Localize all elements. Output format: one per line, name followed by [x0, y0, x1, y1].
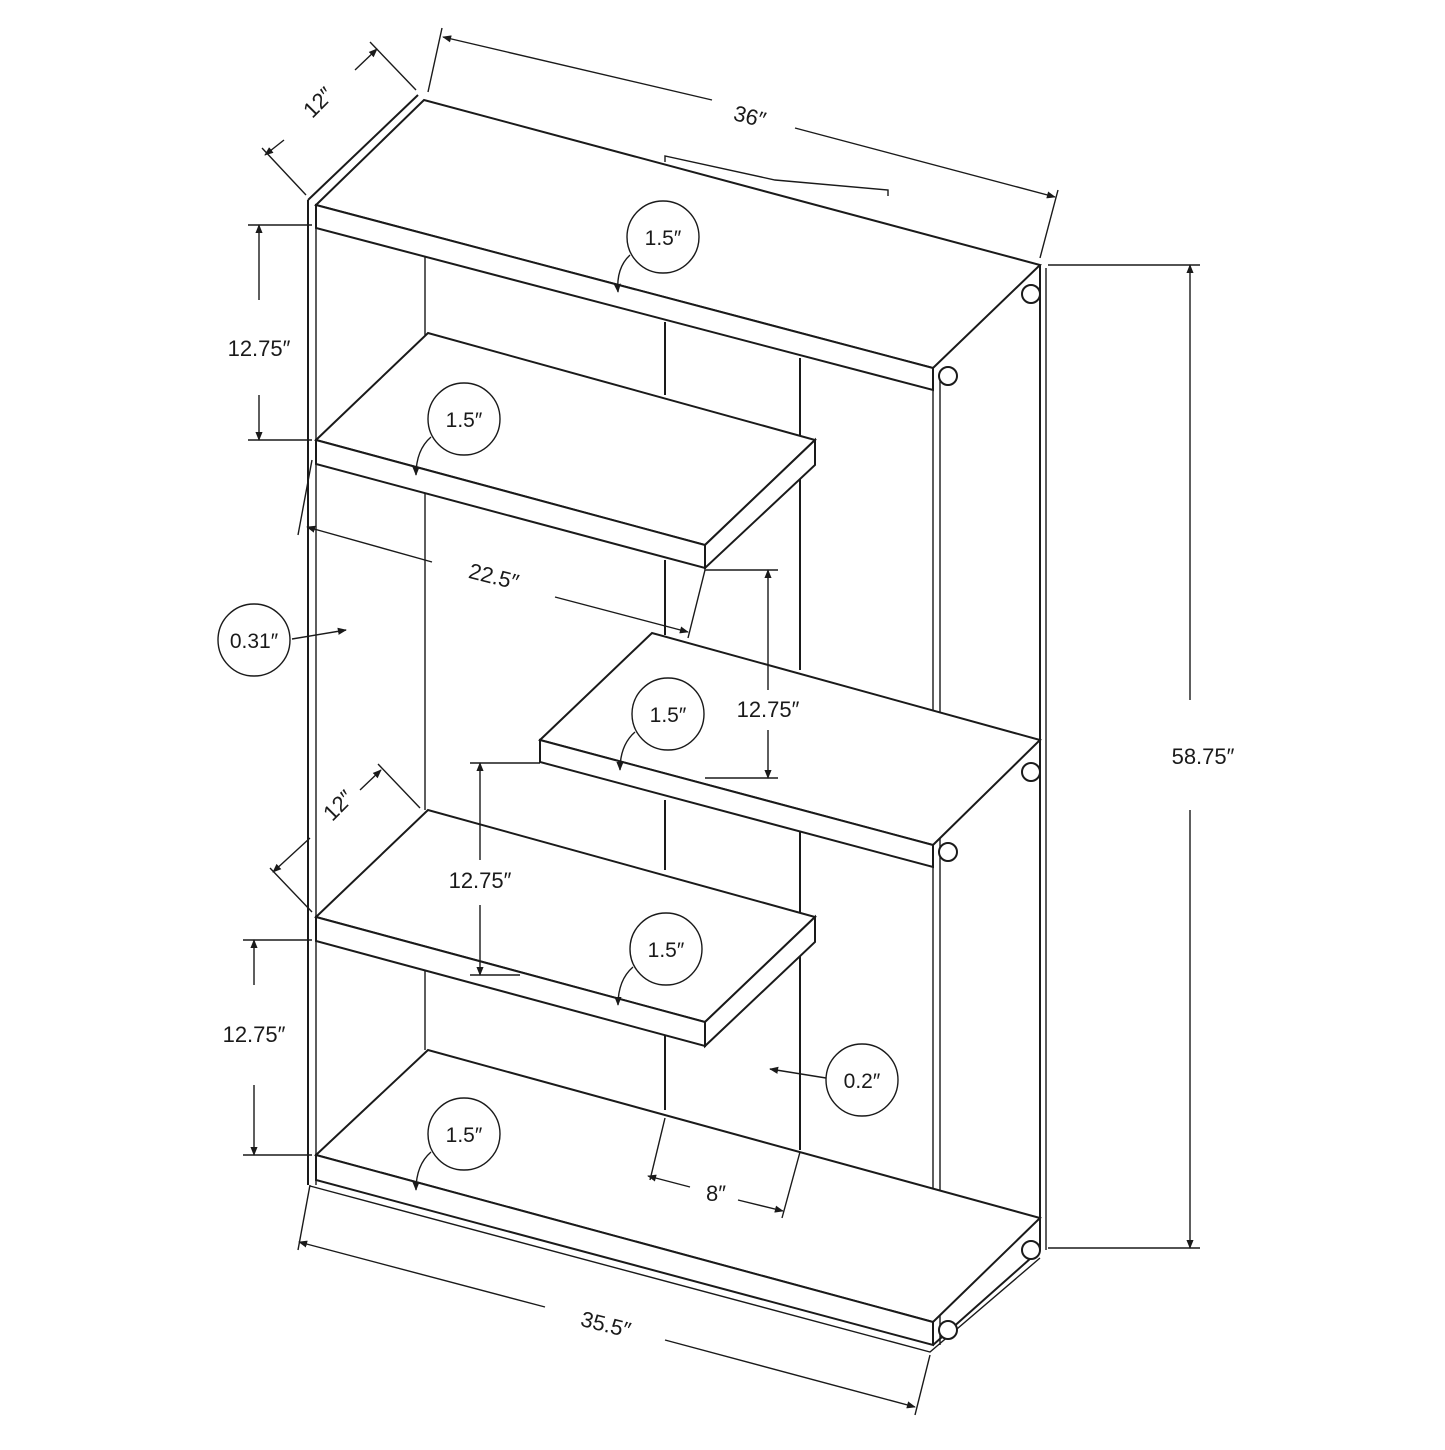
dim-8-a [647, 1174, 691, 1188]
bolt-mid-front [938, 842, 958, 862]
bolt-top-front [938, 366, 958, 386]
dim-12s-b [359, 769, 382, 791]
dim-225-a [306, 525, 433, 563]
bottom-glass-edge [309, 1185, 1041, 1353]
shelf-3-side [704, 914, 816, 1049]
label-thickness-shelf-1: 1.5″ [446, 409, 483, 432]
bolt-top-back [1021, 284, 1041, 304]
label-spacing-bottom-left: 12.75″ [223, 1022, 286, 1047]
callout-shelf1-pointer [412, 436, 432, 476]
dim-355-b [664, 1339, 916, 1409]
callout-divider-bubble [825, 1043, 899, 1117]
callout-bottom-pointer [412, 1151, 432, 1191]
shelf-2-front [539, 738, 934, 869]
ext-12s-b [377, 763, 421, 809]
dim-355-a [298, 1240, 546, 1308]
bolt-mid-back [1021, 762, 1041, 782]
bottom-panel-front [315, 1153, 934, 1347]
callout-shelf1-bubble [427, 382, 501, 456]
label-spacing-mid-left: 12.75″ [449, 868, 512, 893]
dim-12-b [354, 48, 378, 71]
dim-8-b [737, 1199, 784, 1213]
ptr-031 [291, 627, 347, 640]
callout-top-bubble [626, 200, 700, 274]
label-divider-spacing: 8″ [706, 1181, 726, 1206]
label-base-width: 35.5″ [578, 1306, 633, 1343]
dim-36-b [794, 127, 1056, 199]
bolt-bottom-back [1021, 1240, 1041, 1260]
ext-8-left [649, 1117, 666, 1181]
label-shelf-width: 22.5″ [466, 558, 521, 595]
label-thickness-bottom: 1.5″ [446, 1124, 483, 1147]
label-spacing-mid-right: 12.75″ [737, 697, 800, 722]
dim-36-a [442, 35, 713, 101]
callout-glass-bubble [217, 603, 291, 677]
mounting-bolts [938, 284, 1041, 1340]
ext-355-left [297, 1184, 311, 1251]
label-overall-height: 58.75″ [1172, 744, 1235, 769]
label-thickness-shelf-3: 1.5″ [648, 939, 685, 962]
label-thickness-top: 1.5″ [645, 227, 682, 250]
label-glass-thickness: 0.31″ [230, 630, 279, 653]
callout-shelf3-pointer [614, 966, 634, 1006]
bolt-bottom-front [938, 1320, 958, 1340]
label-shelf-depth: 12″ [318, 785, 359, 826]
callout-bottom-bubble [427, 1097, 501, 1171]
ext-225-left [297, 459, 313, 536]
ext-12-b [369, 41, 417, 91]
top-panel-front [315, 203, 934, 392]
callout-shelf3-bubble [629, 912, 703, 986]
top-panel-notch [664, 155, 889, 196]
left-glass-top-edge [307, 94, 419, 201]
ext-36-left [427, 27, 443, 93]
label-thickness-shelf-2: 1.5″ [650, 704, 687, 727]
label-spacing-top-left: 12.75″ [228, 336, 291, 361]
ptr-02 [769, 1066, 827, 1079]
shelf-1-side [704, 437, 816, 571]
thickness-callouts [217, 200, 899, 1191]
ext-225-right [687, 569, 706, 639]
dim-12s-a [272, 837, 311, 873]
callout-top-pointer [613, 254, 631, 293]
label-overall-depth: 12″ [298, 82, 339, 123]
dim-225-b [554, 596, 689, 634]
label-overall-width: 36″ [731, 100, 769, 132]
ext-8-right [781, 1151, 801, 1219]
dim-12-a [264, 139, 285, 156]
callout-shelf2-pointer [616, 731, 636, 771]
label-divider-thickness: 0.2″ [844, 1070, 881, 1093]
ext-12s-a [269, 867, 313, 913]
callout-shelf2-bubble [631, 677, 705, 751]
dimension-lines [243, 27, 1200, 1416]
ext-12-a [261, 147, 307, 196]
ext-355-right [914, 1354, 931, 1416]
ext-36-right [1039, 189, 1059, 259]
